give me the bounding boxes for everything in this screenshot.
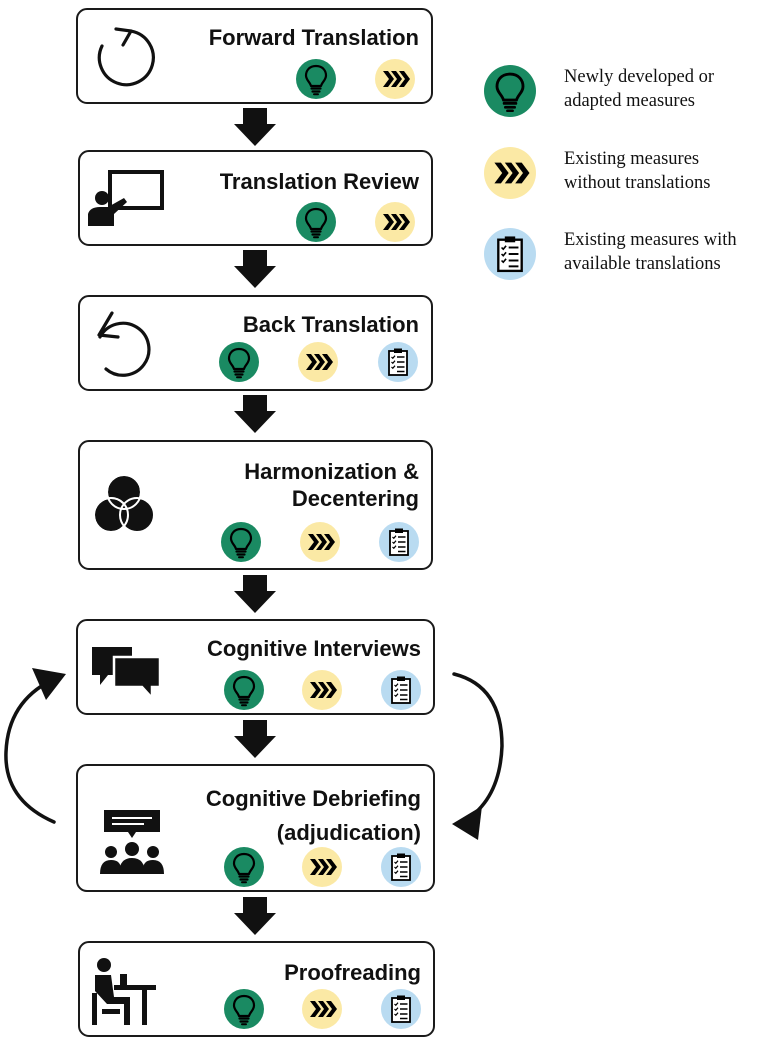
chevrons-right-icon — [300, 522, 340, 562]
step-title: Proofreading — [284, 960, 421, 985]
clipboard-checklist-icon — [381, 989, 421, 1029]
rotate-counterclockwise-icon — [97, 311, 151, 377]
loop-forward-arrow-icon — [452, 672, 504, 840]
step-title: Cognitive Interviews — [207, 636, 421, 661]
loop-back-arrow-icon — [4, 668, 66, 824]
step-cognitive-interviews: Cognitive Interviews — [76, 619, 435, 715]
clipboard-checklist-icon — [378, 342, 418, 382]
chevrons-right-icon — [375, 202, 415, 242]
venn-circles-icon — [93, 474, 155, 533]
lightbulb-icon — [224, 989, 264, 1029]
chevrons-right-icon — [484, 147, 536, 199]
clipboard-checklist-icon — [381, 847, 421, 887]
down-arrow-icon — [234, 250, 276, 288]
step-title: Harmonization & Decentering — [244, 459, 419, 511]
refresh-clockwise-icon — [97, 27, 155, 87]
down-arrow-icon — [234, 575, 276, 613]
clipboard-checklist-icon — [484, 228, 536, 280]
legend-item-green: Newly developed or adapted measures — [484, 65, 780, 125]
down-arrow-icon — [234, 897, 276, 935]
chevrons-right-icon — [302, 847, 342, 887]
step-title: Translation Review — [219, 169, 419, 194]
down-arrow-icon — [234, 108, 276, 146]
step-title: Forward Translation — [208, 25, 419, 50]
lightbulb-icon — [221, 522, 261, 562]
legend-item-blue: Existing measures with available transla… — [484, 228, 780, 288]
clipboard-checklist-icon — [379, 522, 419, 562]
clipboard-checklist-icon — [381, 670, 421, 710]
lightbulb-icon — [224, 847, 264, 887]
step-translation-review: Translation Review — [78, 150, 433, 246]
lightbulb-icon — [296, 202, 336, 242]
legend-label: Existing measures without translations — [564, 149, 711, 193]
step-cognitive-debriefing: Cognitive Debriefing (adjudication) — [76, 764, 435, 892]
chevrons-right-icon — [302, 670, 342, 710]
legend-item-yellow: Existing measures without translations — [484, 147, 780, 207]
lightbulb-icon — [219, 342, 259, 382]
legend-label: Existing measures with available transla… — [564, 230, 737, 274]
lightbulb-icon — [484, 65, 536, 117]
step-forward-translation: Forward Translation — [76, 8, 433, 104]
chevrons-right-icon — [298, 342, 338, 382]
group-discussion-icon — [100, 810, 164, 874]
down-arrow-icon — [234, 720, 276, 758]
step-title: Cognitive Debriefing (adjudication) — [205, 786, 421, 845]
presentation-teacher-icon — [88, 170, 164, 226]
down-arrow-icon — [234, 395, 276, 433]
step-back-translation: Back Translation — [78, 295, 433, 391]
lightbulb-icon — [296, 59, 336, 99]
lightbulb-icon — [224, 670, 264, 710]
speech-bubbles-icon — [92, 647, 162, 699]
chevrons-right-icon — [375, 59, 415, 99]
chevrons-right-icon — [302, 989, 342, 1029]
person-at-desk-icon — [92, 958, 156, 1025]
step-harmonization-decentering: Harmonization & Decentering — [78, 440, 433, 570]
step-title: Back Translation — [242, 312, 419, 337]
legend-label: Newly developed or adapted measures — [564, 67, 715, 111]
step-proofreading: Proofreading — [78, 941, 435, 1037]
